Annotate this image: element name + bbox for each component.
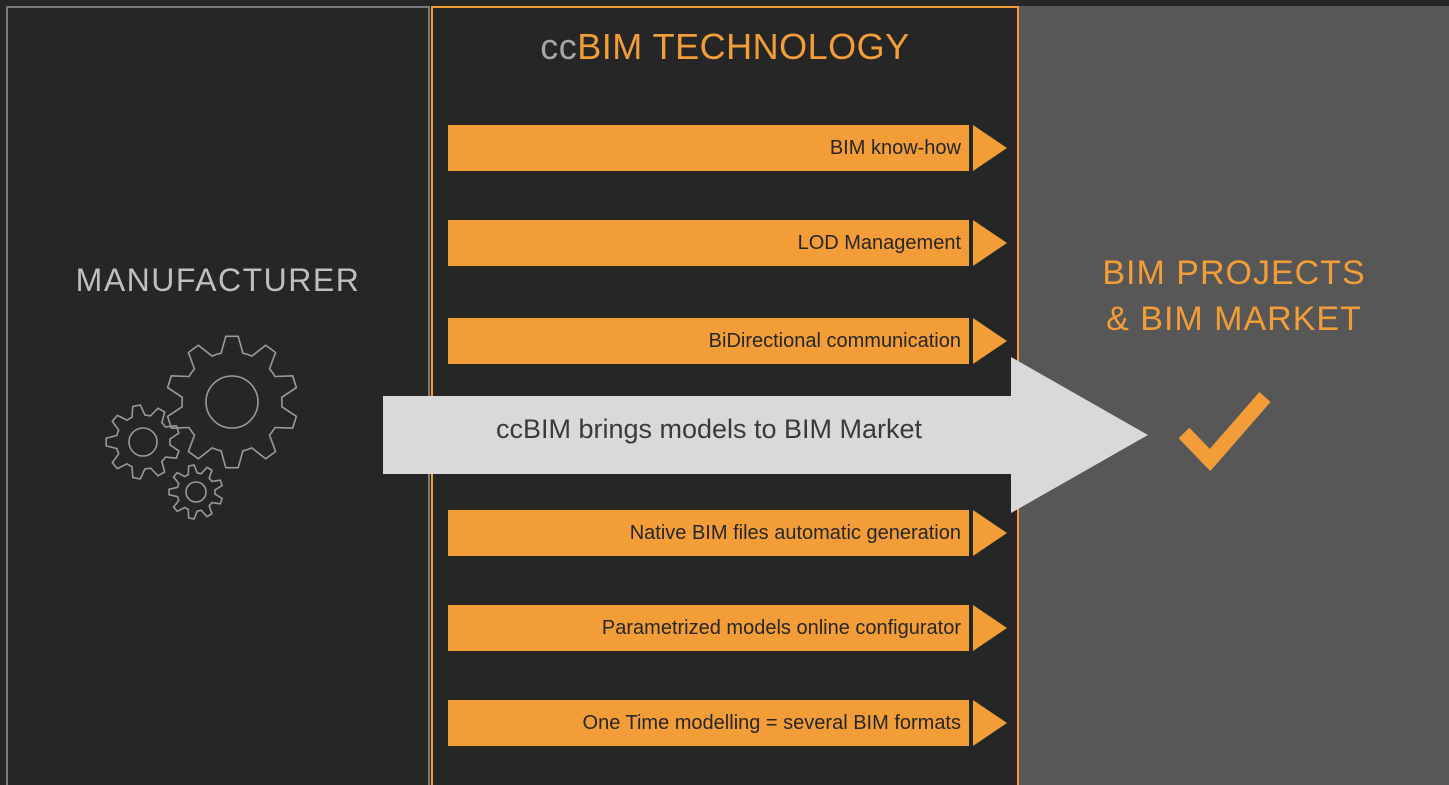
bim-market-panel [1019,6,1449,785]
gears-icon [105,335,298,520]
feature-label: One Time modelling = several BIM formats [582,712,961,734]
feature-label: Parametrized models online configurator [601,617,961,639]
feature-arrow: LOD Management [448,220,1008,266]
center-title: ccBIM TECHNOLOGY [431,26,1019,68]
manufacturer-panel [6,6,430,785]
right-title-line2: & BIM MARKET [1106,300,1362,338]
big-arrow [383,357,1148,513]
arrow-head-icon [973,700,1007,746]
arrow-head-icon [973,605,1007,651]
right-title-line1: BIM PROJECTS [1102,254,1366,292]
arrow-head-icon [973,220,1007,266]
feature-arrow: One Time modelling = several BIM formats [448,700,1008,746]
arrow-head-icon [973,318,1007,364]
checkmark-icon [1178,392,1271,472]
arrow-head-icon [973,125,1007,171]
feature-bar: LOD Management [448,220,971,266]
feature-bar: Parametrized models online configurator [448,605,971,651]
feature-arrow: BiDirectional communication [448,318,1008,364]
feature-arrow: BIM know-how [448,125,1008,171]
feature-label: BiDirectional communication [708,330,961,352]
title-main: BIM TECHNOLOGY [577,26,910,67]
feature-label: BIM know-how [829,137,961,159]
right-title: BIM PROJECTS & BIM MARKET [1019,250,1449,342]
feature-bar: One Time modelling = several BIM formats [448,700,971,746]
big-arrow-label: ccBIM brings models to BIM Market [495,414,923,444]
feature-arrow: Parametrized models online configurator [448,605,1008,651]
arrow-head-icon [973,510,1007,556]
title-prefix: cc [540,26,578,67]
manufacturer-label: MANUFACTURER [75,262,361,298]
feature-arrow: Native BIM files automatic generation [448,510,1008,556]
feature-label: LOD Management [797,232,961,254]
feature-bar: BiDirectional communication [448,318,971,364]
feature-bar: BIM know-how [448,125,971,171]
feature-label: Native BIM files automatic generation [629,522,961,544]
feature-bar: Native BIM files automatic generation [448,510,971,556]
